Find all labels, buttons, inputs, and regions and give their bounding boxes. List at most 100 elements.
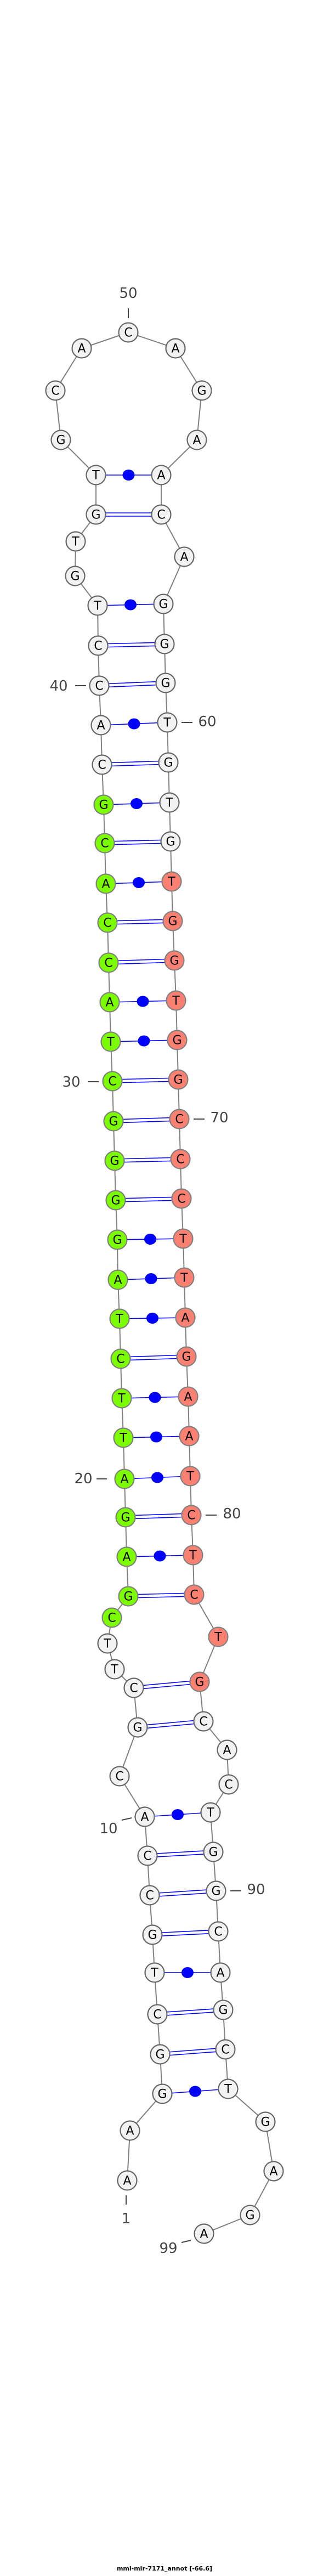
- nucleotide-letter: A: [200, 2228, 208, 2241]
- wobble-pair-dot: [172, 1809, 184, 1820]
- nucleotide-letter: C: [175, 1113, 183, 1127]
- pair-bond: [157, 2008, 224, 2013]
- nucleotide-letter: A: [140, 1811, 149, 1824]
- nucleotide-circle: [154, 634, 175, 654]
- nucleotide-letter: G: [168, 915, 177, 929]
- nucleotide-letter: T: [167, 875, 175, 889]
- nucleotide-circle: [100, 1031, 121, 1052]
- nucleotide-letter: T: [214, 1631, 222, 1645]
- nucleotide-84: G: [189, 1671, 210, 1692]
- nucleotide-letter: G: [195, 1676, 204, 1690]
- base-pair-26-73: [117, 1234, 184, 1245]
- nucleotide-9: C: [137, 1845, 158, 1866]
- nucleotide-75: A: [175, 1307, 196, 1328]
- pair-bond: [101, 760, 169, 764]
- nucleotide-letter: A: [77, 342, 86, 356]
- nucleotide-letter: C: [107, 1612, 116, 1625]
- pair-bond: [128, 1592, 195, 1595]
- nucleotide-18: A: [116, 1546, 137, 1567]
- nucleotide-circle: [105, 1190, 126, 1211]
- nucleotide-2: A: [120, 2120, 140, 2141]
- nucleotide-circle: [217, 1739, 237, 1760]
- nucleotide-letter: G: [157, 2088, 167, 2102]
- nucleotide-letter: G: [163, 756, 173, 770]
- nucleotide-letter: T: [117, 1392, 126, 1406]
- nucleotide-94: C: [215, 2039, 236, 2060]
- nucleotide-letter: T: [189, 1549, 197, 1563]
- base-pair-32-67: [109, 996, 177, 1007]
- nucleotide-39: A: [90, 715, 111, 736]
- nucleotide-letter: T: [163, 716, 171, 730]
- wobble-pair-dot: [181, 1967, 194, 1978]
- base-pair-36-63: [104, 839, 171, 845]
- nucleotide-letter: G: [169, 954, 179, 968]
- nucleotide-93: G: [213, 1999, 234, 2020]
- nucleotide-circle: [194, 2223, 214, 2244]
- base-pair-9-89: [147, 1850, 214, 1858]
- nucleotide-letter: T: [71, 535, 80, 549]
- pair-bond: [152, 1933, 219, 1937]
- nucleotide-circle: [114, 1468, 135, 1489]
- nucleotide-circle: [107, 1269, 128, 1290]
- nucleotide-circle: [95, 873, 116, 894]
- nucleotide-letter: A: [105, 996, 114, 1010]
- nucleotide-35: A: [95, 873, 116, 894]
- nucleotide-6: T: [144, 1962, 165, 1983]
- nucleotide-letter: G: [218, 2004, 228, 2018]
- nucleotide-circle: [161, 871, 182, 892]
- base-pair-8-90: [149, 1889, 217, 1897]
- pair-bond: [104, 839, 171, 842]
- wobble-pair-dot: [128, 718, 140, 730]
- pair-bond: [108, 962, 175, 965]
- nucleotide-circle: [218, 1774, 239, 1795]
- nucleotide-letter: C: [143, 1850, 151, 1863]
- nucleotide-circle: [110, 1348, 131, 1369]
- base-pair-23-76: [120, 1354, 187, 1361]
- nucleotide-22: T: [111, 1388, 132, 1409]
- position-label-99: 99: [159, 2240, 177, 2257]
- nucleotide-59: G: [155, 673, 176, 693]
- nucleotide-73: T: [173, 1228, 194, 1249]
- nucleotide-12: G: [127, 1717, 148, 1738]
- base-pair-28-71: [114, 1157, 181, 1163]
- nucleotide-74: T: [174, 1267, 195, 1288]
- nucleotide-61: G: [158, 752, 179, 773]
- nucleotide-53: A: [186, 430, 207, 450]
- nucleotide-letter: C: [115, 1770, 123, 1784]
- nucleotide-circle: [102, 1071, 123, 1092]
- base-pair-46-54: [96, 470, 161, 481]
- nucleotide-82: C: [184, 1584, 205, 1605]
- structure-title: mml-mir-7171_annot [-66.6]: [116, 2565, 213, 2572]
- nucleotide-circle: [99, 992, 120, 1013]
- nucleotide-88: T: [200, 1802, 221, 1823]
- nucleotide-95: T: [218, 2078, 239, 2099]
- nucleotide-circle: [111, 1388, 132, 1409]
- nucleotide-circle: [123, 1677, 144, 1698]
- nucleotide-letter: T: [179, 1233, 187, 1246]
- nucleotide-11: C: [109, 1766, 130, 1787]
- wobble-pair-dot: [137, 996, 149, 1007]
- nucleotide-circle: [174, 1267, 195, 1288]
- base-pair-37-62: [103, 798, 170, 809]
- pair-bond: [99, 684, 166, 688]
- pair-bond: [133, 1683, 200, 1690]
- nucleotide-97: A: [263, 2161, 284, 2182]
- nucleotide-circle: [92, 754, 112, 775]
- nucleotide-circle: [45, 380, 66, 401]
- nucleotide-letter: C: [124, 326, 132, 340]
- nucleotide-letter: C: [51, 385, 59, 398]
- nucleotide-circle: [86, 465, 106, 485]
- nucleotide-56: A: [174, 546, 195, 567]
- nucleotide-circle: [117, 2170, 138, 2191]
- nucleotide-letter: A: [184, 1391, 192, 1404]
- pair-bond: [114, 1160, 181, 1163]
- nucleotide-45: G: [86, 504, 106, 525]
- nucleotide-99: A: [194, 2223, 214, 2244]
- nucleotide-circle: [159, 792, 180, 813]
- nucleotide-81: T: [183, 1545, 203, 1566]
- nucleotide-circle: [115, 1507, 136, 1528]
- nucleotide-letter: G: [155, 2048, 164, 2062]
- nucleotide-40: C: [89, 675, 110, 696]
